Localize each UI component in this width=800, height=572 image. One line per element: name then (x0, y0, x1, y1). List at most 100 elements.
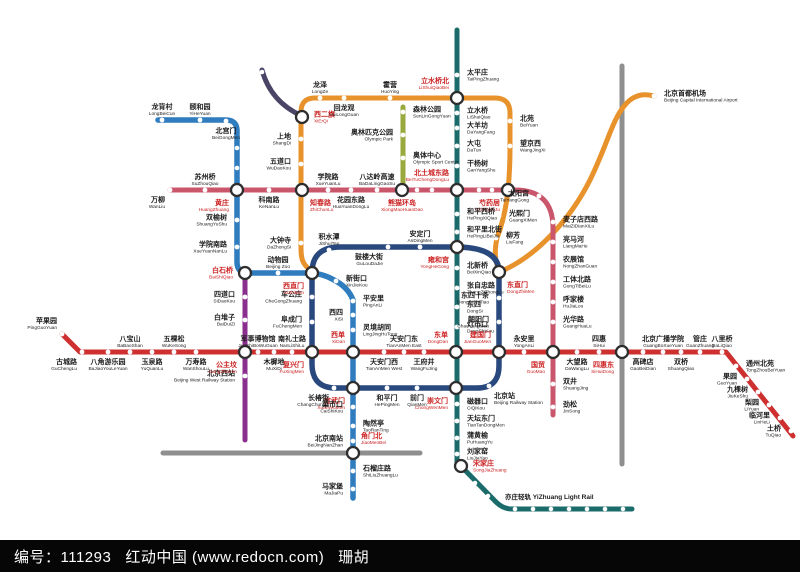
svg-text:DengShiKou: DengShiKou (467, 329, 494, 335)
svg-text:霍营: 霍营 (383, 80, 397, 89)
station-dot (242, 317, 248, 323)
svg-text:WuDaoKou: WuDaoKou (267, 166, 292, 172)
svg-text:八角游乐园: 八角游乐园 (90, 357, 126, 366)
interchange-dot (229, 182, 245, 198)
station-dot (149, 349, 155, 355)
station-dot (298, 240, 304, 246)
svg-text:DongSiShiTiao: DongSiShiTiao (457, 300, 489, 306)
svg-text:西直门: 西直门 (283, 281, 304, 290)
svg-text:TuQiao: TuQiao (765, 433, 781, 439)
svg-text:BeiGongMen: BeiGongMen (212, 135, 240, 141)
svg-text:LiangMaHe: LiangMaHe (563, 244, 588, 250)
station-dot (744, 376, 750, 382)
svg-text:北京站: 北京站 (494, 391, 515, 400)
station-dot (317, 95, 323, 101)
svg-text:苏州桥: 苏州桥 (195, 172, 217, 181)
station-dot (255, 349, 261, 355)
image-id: 编号：111293 (14, 548, 112, 566)
station-dot (454, 304, 460, 310)
station-dot (454, 285, 460, 291)
svg-text:东四: 东四 (467, 300, 481, 309)
station-dot (766, 402, 772, 408)
station-dot (548, 506, 554, 512)
svg-text:高碑店: 高碑店 (633, 357, 654, 366)
interchange-dot (304, 344, 320, 360)
svg-text:柳芳: 柳芳 (506, 231, 520, 240)
station-dot (660, 349, 666, 355)
interchange-dot (237, 265, 253, 281)
svg-text:LiuJiaYao: LiuJiaYao (467, 456, 488, 462)
svg-text:ChaoYangMen: ChaoYangMen (457, 324, 489, 330)
svg-text:FuXingMen: FuXingMen (279, 369, 304, 375)
station-dot (414, 385, 420, 391)
svg-text:PuHuangYu: PuHuangYu (467, 440, 493, 446)
interchange-dot (500, 182, 516, 198)
station-dot (400, 132, 406, 138)
svg-text:GuangHuaLu: GuangHuaLu (563, 324, 592, 330)
svg-text:TianTanDongMen: TianTanDongMen (467, 423, 505, 429)
svg-text:大钟寺: 大钟寺 (270, 236, 291, 245)
station-dot (454, 72, 460, 78)
svg-text:FuChengMen: FuChengMen (273, 324, 302, 330)
svg-text:Beijing West Railway Station: Beijing West Railway Station (174, 378, 235, 384)
svg-text:XiErQi: XiErQi (314, 119, 328, 125)
svg-text:安定门: 安定门 (410, 229, 431, 238)
svg-text:平安里: 平安里 (363, 294, 384, 303)
svg-text:GuoYuan: GuoYuan (717, 381, 737, 387)
svg-text:八宝山: 八宝山 (119, 334, 141, 343)
svg-text:Beijing Railway Station: Beijing Railway Station (494, 400, 543, 406)
svg-text:TaoRanTing: TaoRanTing (363, 428, 389, 434)
svg-text:BaDaLingGaoSu: BaDaLingGaoSu (359, 181, 395, 187)
svg-text:立水桥: 立水桥 (467, 106, 489, 115)
svg-text:宋家庄: 宋家庄 (472, 459, 494, 468)
svg-text:BeiXinQiao: BeiXinQiao (467, 270, 491, 276)
svg-text:土桥: 土桥 (767, 424, 782, 433)
svg-text:LongBeiCun: LongBeiCun (149, 111, 176, 117)
svg-text:八达岭高速: 八达岭高速 (359, 172, 395, 181)
svg-text:SiHui: SiHui (593, 343, 604, 349)
svg-text:西二旗: 西二旗 (314, 110, 335, 119)
station-dot (521, 349, 527, 355)
station-dot (536, 193, 542, 199)
svg-text:HePingLiBeiJie: HePingLiBeiJie (467, 234, 500, 240)
svg-text:SiHuiDong: SiHuiDong (591, 369, 614, 375)
svg-text:和平里北街: 和平里北街 (466, 225, 502, 234)
svg-text:公主坟: 公主坟 (216, 360, 238, 369)
svg-text:角门北: 角门北 (361, 431, 382, 440)
svg-text:GuChengLu: GuChengLu (51, 366, 77, 372)
station-dot (454, 418, 460, 424)
interchange-dot (449, 239, 465, 255)
station-dot (350, 438, 356, 444)
svg-text:HuoYing: HuoYing (381, 89, 400, 95)
svg-text:北京南站: 北京南站 (315, 434, 343, 443)
station-dot (79, 349, 85, 355)
svg-text:Beijing Zoo: Beijing Zoo (266, 264, 290, 270)
svg-text:立水桥北: 立水桥北 (421, 76, 449, 85)
interchange-dot (237, 344, 253, 360)
svg-text:BeiYuan: BeiYuan (520, 123, 538, 129)
